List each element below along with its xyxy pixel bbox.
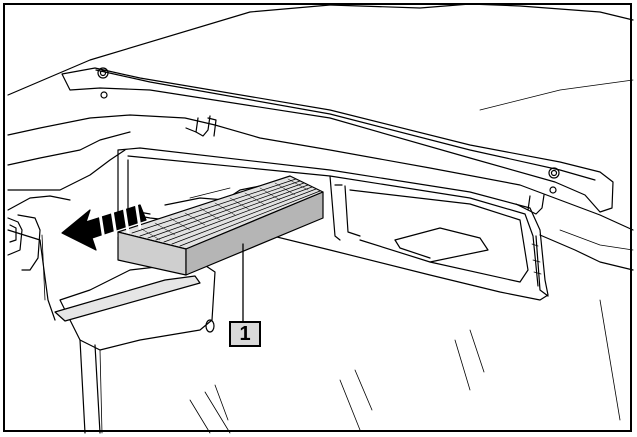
left-side-bracket: [7, 214, 41, 271]
callout-number-label: 1: [239, 322, 251, 345]
illustration-frame: [3, 3, 632, 432]
glass-reflection-lines: [189, 299, 621, 434]
lower-panel: [7, 229, 216, 434]
windshield-lines: [7, 3, 634, 111]
callout-number-1: 1: [229, 321, 261, 347]
arrow-left-icon: [61, 200, 147, 251]
trim-clips: [185, 115, 545, 215]
cabin-air-filter: [117, 175, 324, 276]
cowl-trim: [61, 67, 614, 213]
filter-pull-tab: [54, 275, 201, 322]
dashboard-outline: [7, 114, 634, 271]
